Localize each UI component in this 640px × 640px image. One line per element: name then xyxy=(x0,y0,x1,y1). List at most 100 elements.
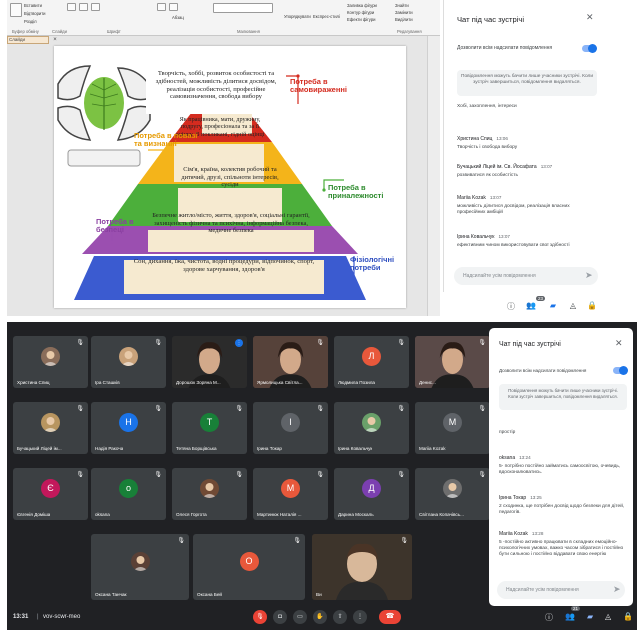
ribbon-label[interactable]: Ефекти фігури xyxy=(347,17,376,22)
ribbon-label[interactable]: Упорядкувати xyxy=(284,14,311,19)
present-icon[interactable]: ⇧ xyxy=(333,610,347,624)
chat-input[interactable]: Надсилайте усім повідомлення xyxy=(497,581,625,599)
muted-mic-icon: 🎙 xyxy=(154,340,162,346)
mic-off-icon[interactable]: 🎙 xyxy=(253,610,267,624)
participant-tile[interactable]: Бучацький Ліцей ім...🎙 xyxy=(13,402,88,454)
label-esteem[interactable]: Потреба в повазі та визнанні xyxy=(134,131,198,148)
label-self-actualization[interactable]: Потреба в самовираженні xyxy=(290,77,347,94)
ribbon-label[interactable]: Виділити xyxy=(395,17,413,22)
people-icon[interactable]: 👥 xyxy=(565,612,575,621)
chat-icon[interactable]: ▰ xyxy=(587,612,594,621)
ribbon-label[interactable]: Знайти xyxy=(395,3,409,8)
participant-tile[interactable]: Ірина Ковальчук🎙 xyxy=(334,402,409,454)
muted-mic-icon: 🎙 xyxy=(76,406,84,412)
info-icon[interactable]: ⓘ xyxy=(507,302,515,311)
tier-5-text[interactable]: Сон, дихання, їжа, чистота, водні процед… xyxy=(133,258,315,273)
close-icon[interactable]: ✕ xyxy=(615,338,623,348)
camera-icon[interactable]: ◘ xyxy=(273,610,287,624)
lock-icon[interactable]: 🔒 xyxy=(587,301,597,310)
send-icon[interactable]: ➤ xyxy=(585,270,593,280)
leave-call-button[interactable]: ☎ xyxy=(379,610,401,624)
label-physiological[interactable]: Фізіологічні потреби xyxy=(350,255,395,272)
slides-pane-tab[interactable]: Слайди xyxy=(7,36,49,44)
ribbon-label[interactable]: Розділ xyxy=(24,19,37,24)
vertical-scrollbar[interactable] xyxy=(427,36,440,316)
bold-icon[interactable] xyxy=(67,3,76,11)
italic-icon[interactable] xyxy=(79,3,88,11)
ribbon-label[interactable]: Вставити xyxy=(24,3,42,8)
avatar: Є xyxy=(41,479,60,498)
avatar xyxy=(443,479,462,498)
ribbon-label[interactable]: Експрес-стилі xyxy=(313,14,340,19)
numbering-icon[interactable] xyxy=(169,3,178,11)
allow-messages-toggle[interactable] xyxy=(613,366,628,375)
allow-messages-label: Дозволити всім надсилати повідомлення xyxy=(499,368,587,373)
muted-mic-icon: 🎙 xyxy=(76,472,84,478)
participant-name: Оксана Танчак xyxy=(95,592,127,597)
participant-tile[interactable]: Дорошок Зоряна М...⋮ xyxy=(172,336,247,388)
label-belonging[interactable]: Потреба в приналежності xyxy=(328,183,384,200)
avatar xyxy=(130,552,150,571)
avatar xyxy=(119,347,138,366)
participant-tile[interactable]: Денис...🎙 xyxy=(415,336,490,388)
allow-messages-label: Дозволити всім надсилати повідомлення xyxy=(457,45,553,51)
activities-icon[interactable]: ◬ xyxy=(569,301,577,310)
participant-tile[interactable]: Іра Сташків🎙 xyxy=(91,336,166,388)
tier-4-text[interactable]: Безпечне житло/місто, життя, здоров'я, с… xyxy=(152,212,310,235)
muted-mic-icon: 🎙 xyxy=(293,538,301,544)
self-view-tile[interactable]: Ви 🎙 xyxy=(312,534,412,600)
ribbon-label[interactable]: Відтворити xyxy=(24,11,46,16)
tier-1-text[interactable]: Творчість, хоббі, розвиток особистості т… xyxy=(155,70,277,101)
participant-tile[interactable]: Оксана Танчак🎙 xyxy=(91,534,189,600)
chat-icon[interactable]: ▰ xyxy=(549,301,557,310)
chat-title: Чат під час зустрічі xyxy=(457,15,525,24)
self-name: Ви xyxy=(316,592,322,597)
participant-tile[interactable]: Христина Спиц🎙 xyxy=(13,336,88,388)
activities-icon[interactable]: ◬ xyxy=(605,612,612,621)
meeting-code[interactable]: vov-scwr-meo xyxy=(43,614,81,620)
muted-mic-icon: 🎙 xyxy=(76,340,84,346)
raise-hand-icon[interactable]: ✋ xyxy=(313,610,327,624)
underline-icon[interactable] xyxy=(91,3,100,11)
people-icon[interactable]: 👥 xyxy=(526,301,536,310)
self-video xyxy=(312,534,412,600)
tier-3-text[interactable]: Сім'я, країна, колектив робочий та дитяч… xyxy=(181,166,279,189)
more-options-icon[interactable]: ⋮ xyxy=(353,610,367,624)
hands-leaf-image xyxy=(57,65,151,167)
allow-messages-toggle[interactable] xyxy=(582,44,597,53)
ribbon-label[interactable]: Замінити xyxy=(395,10,413,15)
ribbon-label[interactable]: Заливка фігури xyxy=(347,3,377,8)
shapes-gallery[interactable] xyxy=(213,3,273,13)
lock-icon[interactable]: 🔒 xyxy=(623,612,633,621)
message-sender: oksana xyxy=(499,455,516,461)
captions-icon[interactable]: ▭ xyxy=(293,610,307,624)
participant-tile[interactable]: Олеся Горгота🎙 xyxy=(172,468,247,520)
send-icon[interactable]: ➤ xyxy=(613,584,621,594)
chat-input[interactable]: Надсилайте усім повідомлення xyxy=(454,267,598,285)
info-icon[interactable]: ⓘ xyxy=(545,613,553,622)
bullets-icon[interactable] xyxy=(157,3,166,11)
participant-tile[interactable]: Світлана Копачівсь...🎙 xyxy=(415,468,490,520)
group-label: Малювання xyxy=(237,29,260,34)
close-icon[interactable]: ✕ xyxy=(586,12,594,22)
paste-icon[interactable] xyxy=(10,3,22,17)
label-safety[interactable]: Потреба в безпеці xyxy=(96,217,134,234)
tier-2-text[interactable]: Як працівника, мати, дружину, подругу, п… xyxy=(175,116,265,138)
avatar xyxy=(41,347,60,366)
ribbon-label[interactable]: Контур фігури xyxy=(347,10,375,15)
meet-toolbar-top: ⓘ 👥 23 ▰ ◬ 🔒 xyxy=(443,292,607,316)
avatar: Н xyxy=(119,413,138,432)
close-icon[interactable]: × xyxy=(53,37,57,43)
participant-tile[interactable]: Ярмолицька Світла...🎙 xyxy=(253,336,328,388)
muted-mic-icon: 🎙 xyxy=(397,472,405,478)
